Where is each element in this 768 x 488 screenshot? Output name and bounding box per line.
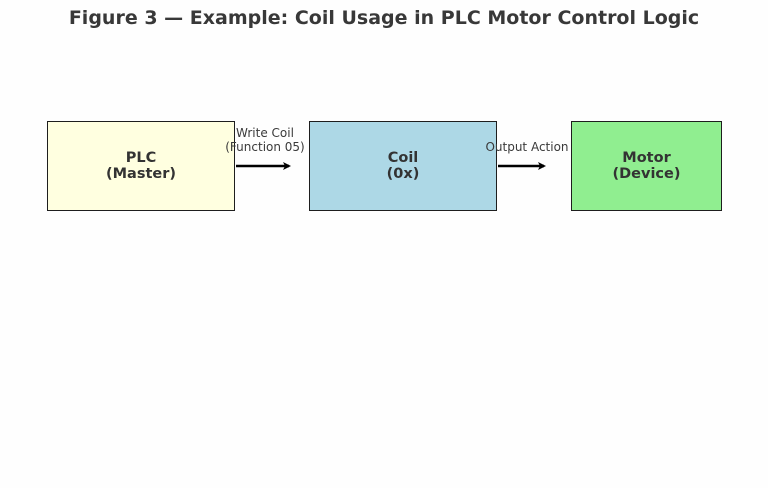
plc-box-sublabel: (Master)	[105, 166, 176, 182]
coil-box-sublabel: (0x)	[386, 166, 420, 182]
plc-master-box: PLC (Master)	[47, 121, 235, 211]
write-coil-label-line2: (Function 05)	[225, 140, 305, 154]
write-coil-label: Write Coil (Function 05)	[220, 126, 310, 154]
motor-box-label: Motor	[622, 150, 671, 166]
output-action-label-line1: Output Action	[485, 140, 569, 154]
motor-box-sublabel: (Device)	[612, 166, 681, 182]
coil-box: Coil (0x)	[309, 121, 497, 211]
figure-title: Figure 3 — Example: Coil Usage in PLC Mo…	[68, 7, 700, 29]
plc-box-label: PLC	[125, 150, 157, 166]
motor-device-box: Motor (Device)	[571, 121, 722, 211]
write-coil-label-line1: Write Coil	[236, 126, 294, 140]
coil-box-label: Coil	[387, 150, 419, 166]
output-action-label: Output Action	[482, 140, 572, 154]
